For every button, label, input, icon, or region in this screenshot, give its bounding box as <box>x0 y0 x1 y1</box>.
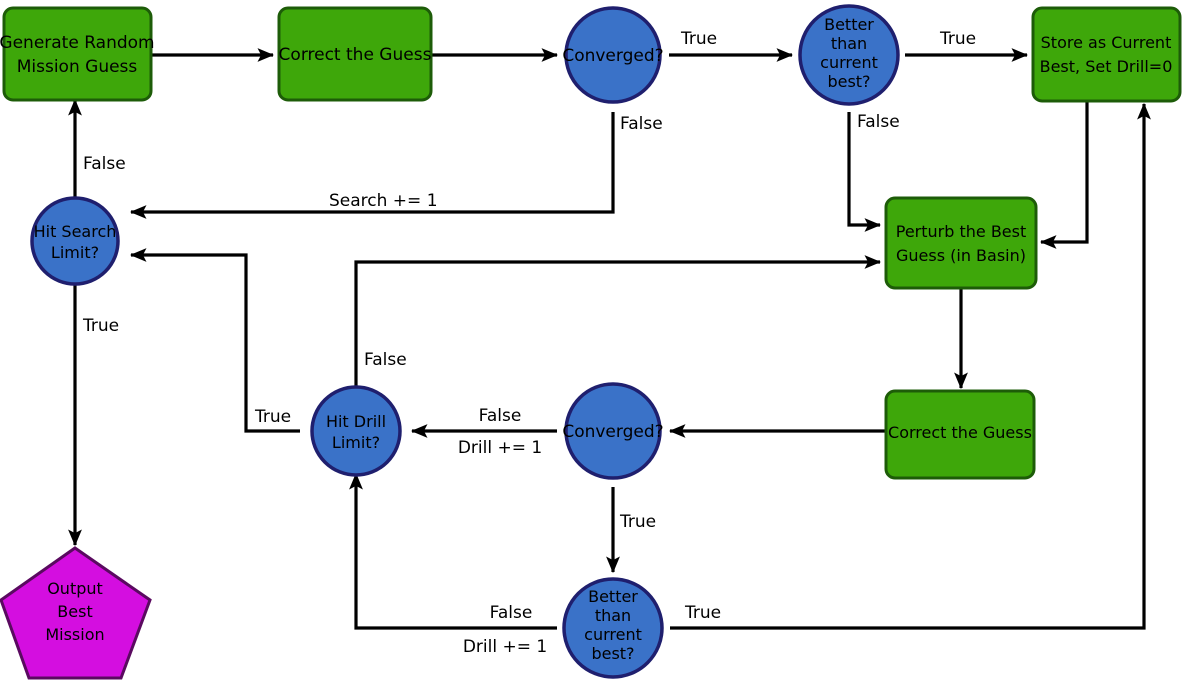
better-than-current-best-bottom-line-1: Better <box>588 587 638 606</box>
node-store-as-current-best[interactable]: Store as Current Best, Set Drill=0 <box>1031 6 1182 103</box>
hit-drill-limit-line-1: Hit Drill <box>326 412 386 431</box>
output-best-mission-shape[interactable] <box>0 546 152 680</box>
edge-label-hit-drill-true: True <box>254 407 291 427</box>
edge-layer <box>68 48 1151 630</box>
edge-label-better-top-true: True <box>939 29 976 49</box>
better-than-current-best-bottom-line-2: than <box>595 606 631 625</box>
perturb-the-best-guess-line-1: Perturb the Best <box>896 222 1027 241</box>
node-better-than-current-best-bottom[interactable]: Better than current best? <box>562 577 664 679</box>
hit-search-limit-line-2: Limit? <box>51 243 99 262</box>
hit-drill-limit-line-2: Limit? <box>332 433 380 452</box>
edge-label-better-bottom-drill: Drill += 1 <box>463 637 547 657</box>
edge-label-layer: True False True False Search += 1 False … <box>82 29 976 657</box>
output-best-mission-line-1: Output <box>47 579 103 598</box>
hit-search-limit-shape[interactable] <box>30 196 120 286</box>
edge-label-better-bottom-true: True <box>684 603 721 623</box>
node-converged-top[interactable]: Converged? <box>562 6 664 104</box>
edge-label-converged-bottom-true: True <box>619 512 656 532</box>
generate-random-mission-guess-shape[interactable] <box>2 6 153 102</box>
node-better-than-current-best-top[interactable]: Better than current best? <box>798 4 900 106</box>
node-perturb-the-best-guess[interactable]: Perturb the Best Guess (in Basin) <box>884 196 1038 290</box>
store-as-current-best-shape[interactable] <box>1031 6 1182 103</box>
correct-the-guess-bottom-shape[interactable] <box>884 389 1036 480</box>
converged-bottom-line-1: Converged? <box>562 422 663 442</box>
node-output-best-mission[interactable]: Output Best Mission <box>0 546 152 680</box>
edge-label-search-increment: Search += 1 <box>329 191 438 211</box>
generate-random-mission-guess-line-1: Generate Random <box>0 33 155 53</box>
better-than-current-best-top-line-4: best? <box>827 72 870 91</box>
converged-top-shape[interactable] <box>564 6 662 104</box>
converged-bottom-shape[interactable] <box>564 382 662 480</box>
generate-random-mission-guess-line-2: Mission Guess <box>17 57 138 77</box>
node-correct-the-guess-top[interactable]: Correct the Guess <box>277 6 433 102</box>
edge-label-hit-search-false: False <box>83 154 126 174</box>
output-best-mission-line-3: Mission <box>45 625 104 644</box>
correct-the-guess-top-line-1: Correct the Guess <box>279 45 432 65</box>
store-as-current-best-line-2: Best, Set Drill=0 <box>1040 57 1173 76</box>
edge-store-to-perturb <box>1039 101 1089 249</box>
better-than-current-best-bottom-line-3: current <box>584 625 642 644</box>
edge-better-top-false <box>847 112 882 232</box>
better-than-current-best-bottom-line-4: best? <box>591 644 634 663</box>
better-than-current-best-top-line-3: current <box>820 53 878 72</box>
store-as-current-best-line-1: Store as Current <box>1041 33 1172 52</box>
output-best-mission-line-2: Best <box>57 602 92 621</box>
node-hit-search-limit[interactable]: Hit Search Limit? <box>30 196 120 286</box>
edge-label-better-top-false: False <box>857 112 900 132</box>
correct-the-guess-bottom-line-1: Correct the Guess <box>888 423 1032 442</box>
edge-hit-drill-false <box>354 255 882 393</box>
converged-top-line-1: Converged? <box>562 46 663 66</box>
edge-label-hit-drill-false: False <box>364 350 407 370</box>
better-than-current-best-top-line-1: Better <box>824 15 874 34</box>
edge-label-converged-top-true: True <box>680 29 717 49</box>
hit-drill-limit-shape[interactable] <box>310 385 402 477</box>
edge-better-bottom-true <box>670 102 1151 630</box>
edge-label-converged-bottom-drill: Drill += 1 <box>458 438 542 458</box>
perturb-the-best-guess-shape[interactable] <box>884 196 1038 290</box>
better-than-current-best-top-shape[interactable] <box>798 4 900 106</box>
edge-better-bottom-false <box>349 472 557 630</box>
node-converged-bottom[interactable]: Converged? <box>562 382 664 480</box>
perturb-the-best-guess-line-2: Guess (in Basin) <box>896 246 1026 265</box>
edge-label-converged-top-false: False <box>620 114 663 134</box>
edge-converged-top-false-search <box>129 112 615 219</box>
edge-label-hit-search-true: True <box>82 316 119 336</box>
edge-hit-drill-true <box>129 248 300 433</box>
node-generate-random-mission-guess[interactable]: Generate Random Mission Guess <box>0 6 155 102</box>
better-than-current-best-top-line-2: than <box>831 34 867 53</box>
node-hit-drill-limit[interactable]: Hit Drill Limit? <box>310 385 402 477</box>
edge-label-better-bottom-false: False <box>490 603 533 623</box>
better-than-current-best-bottom-shape[interactable] <box>562 577 664 679</box>
edge-label-converged-bottom-false: False <box>479 406 522 426</box>
hit-search-limit-line-1: Hit Search <box>34 222 117 241</box>
node-correct-the-guess-bottom[interactable]: Correct the Guess <box>884 389 1036 480</box>
correct-the-guess-top-shape[interactable] <box>277 6 433 102</box>
